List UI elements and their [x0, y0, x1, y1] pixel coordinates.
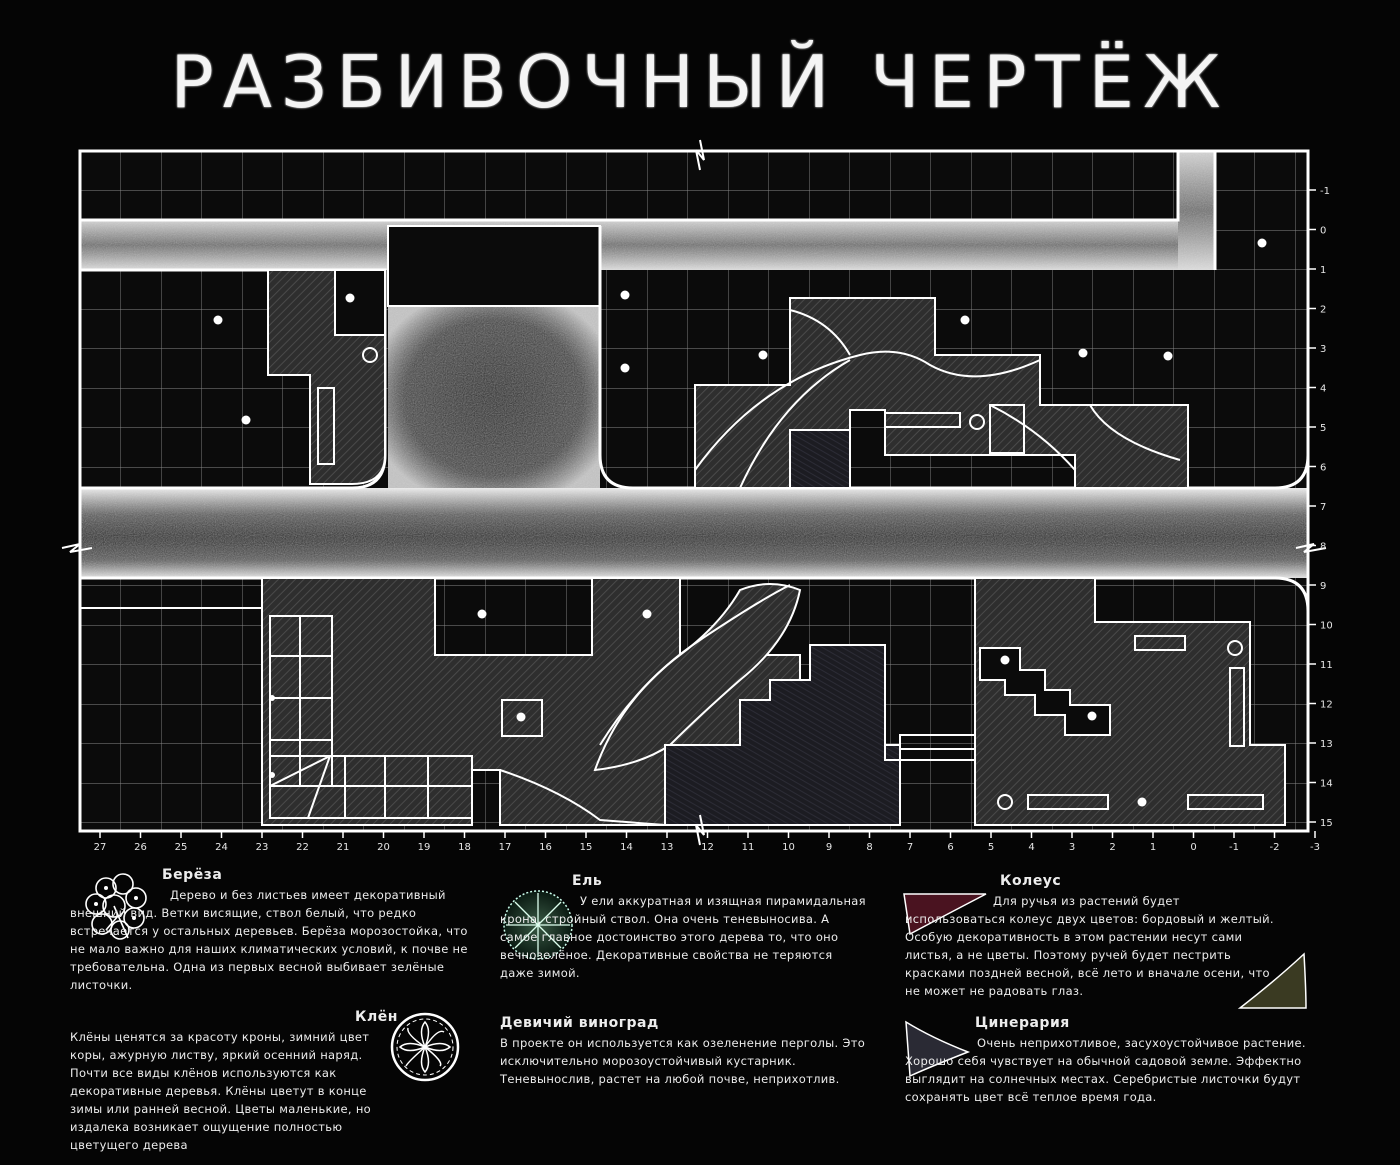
bottom-axis-label: 14 [620, 842, 633, 853]
legend-creeper-title: Девичий виноград [500, 1015, 659, 1031]
birch-icon [85, 873, 147, 940]
upper-right-bed-outline [598, 226, 1310, 490]
coleus-yellow-icon [1237, 952, 1307, 1009]
right-axis-label: 4 [1320, 384, 1326, 395]
top-right-path [1178, 151, 1215, 270]
bottom-axis-label: 0 [1190, 842, 1196, 853]
legend-creeper-text: В проекте он используется как озеленение… [500, 1036, 866, 1086]
right-axis-label: 13 [1320, 739, 1333, 750]
legend-birch-title: Берёза [162, 867, 223, 883]
right-axis-label: 6 [1320, 463, 1326, 474]
spruce-icon [503, 890, 573, 960]
bottom-axis-label: 23 [256, 842, 269, 853]
legend-maple: Клён Клёны ценятся за красоту кроны, зим… [70, 1008, 465, 1154]
bottom-axis-label: 17 [499, 842, 512, 853]
lower-left-tiles [269, 615, 473, 819]
plant-markers [213, 238, 1267, 807]
legend-spruce-title: Ель [572, 873, 603, 889]
legend-maple-title: Клён [355, 1009, 398, 1025]
right-axis-label: 11 [1320, 660, 1333, 671]
right-axis-label: 15 [1320, 818, 1333, 829]
coleus-burgundy-icon [903, 893, 987, 936]
top-path [80, 220, 1215, 270]
bottom-axis-label: 19 [418, 842, 431, 853]
right-axis-label: 5 [1320, 423, 1326, 434]
cineraria-icon [905, 1020, 971, 1078]
right-axis-label: 8 [1320, 542, 1326, 553]
bottom-axis-label: 20 [377, 842, 390, 853]
right-axis-label: 1 [1320, 265, 1326, 276]
legend-coleus-text: Для ручья из растений будет использовать… [905, 894, 1274, 998]
bottom-axis-label: 8 [866, 842, 872, 853]
legend-birch: Берёза Дерево и без листьев имеет декора… [70, 866, 480, 994]
bottom-axis-label: 5 [988, 842, 994, 853]
bottom-axis-label: 2 [1109, 842, 1115, 853]
bottom-axis-label: -2 [1270, 842, 1280, 853]
bottom-axis-label: 26 [134, 842, 147, 853]
bottom-axis-label: 18 [458, 842, 471, 853]
bottom-axis-label: 25 [175, 842, 188, 853]
bottom-axis-label: 10 [782, 842, 795, 853]
legend-birch-text: Дерево и без листьев имеет декоративный … [70, 888, 468, 992]
lower-right-planting [974, 577, 1286, 826]
bottom-axis-label: 15 [580, 842, 593, 853]
right-axis-label: 7 [1320, 502, 1326, 513]
right-axis-label: 9 [1320, 581, 1326, 592]
bottom-axis-label: 11 [742, 842, 755, 853]
drawing-title: РАЗБИВОЧНЫЙ ЧЕРТЁЖ [170, 40, 1230, 124]
bottom-axis-label: 9 [826, 842, 832, 853]
right-axis-label: 0 [1320, 226, 1326, 237]
central-sand-area [388, 305, 600, 490]
main-path [80, 488, 1308, 578]
right-axis-label: -1 [1320, 186, 1330, 197]
bottom-axis-label: 13 [661, 842, 674, 853]
maple-icon [390, 1012, 460, 1082]
bottom-axis-label: 3 [1069, 842, 1075, 853]
bottom-axis-label: -3 [1310, 842, 1320, 853]
plan-frame [78, 149, 1310, 833]
bottom-axis-label: -1 [1229, 842, 1239, 853]
bottom-axis-label: 22 [296, 842, 309, 853]
right-axis-label: 12 [1320, 700, 1333, 711]
legend-cineraria: Цинерария Очень неприхотливое, засухоуст… [905, 1014, 1335, 1106]
lower-middle-planting [664, 644, 901, 826]
bottom-axis-label: 21 [337, 842, 350, 853]
bottom-axis-label: 6 [947, 842, 953, 853]
right-axis-label: 3 [1320, 344, 1326, 355]
bottom-axis-label: 4 [1028, 842, 1034, 853]
legend-spruce: Ель У ели аккуратная и изящная пирамидал… [500, 872, 870, 982]
bottom-axis-label: 27 [94, 842, 107, 853]
legend-spruce-text: У ели аккуратная и изящная пирамидальная… [500, 894, 866, 980]
legend-coleus-title: Колеус [1000, 873, 1062, 889]
right-axis-label: 2 [1320, 305, 1326, 316]
legend-cineraria-text: Очень неприхотливое, засухоустойчивое ра… [905, 1036, 1306, 1104]
bottom-axis-label: 7 [907, 842, 913, 853]
bottom-axis-label: 12 [701, 842, 714, 853]
bottom-axis-label: 1 [1150, 842, 1156, 853]
right-axis-label: 14 [1320, 779, 1333, 790]
bottom-axis-label: 16 [539, 842, 552, 853]
legend-coleus: Колеус Для ручья из растений будет испол… [905, 872, 1305, 1000]
legend-maple-text: Клёны ценятся за красоту кроны, зимний ц… [70, 1030, 371, 1152]
legend-cineraria-title: Цинерария [975, 1015, 1070, 1031]
bottom-axis-label: 24 [215, 842, 228, 853]
legend-creeper: Девичий виноград В проекте он использует… [500, 1014, 880, 1088]
right-axis-label: 10 [1320, 621, 1333, 632]
